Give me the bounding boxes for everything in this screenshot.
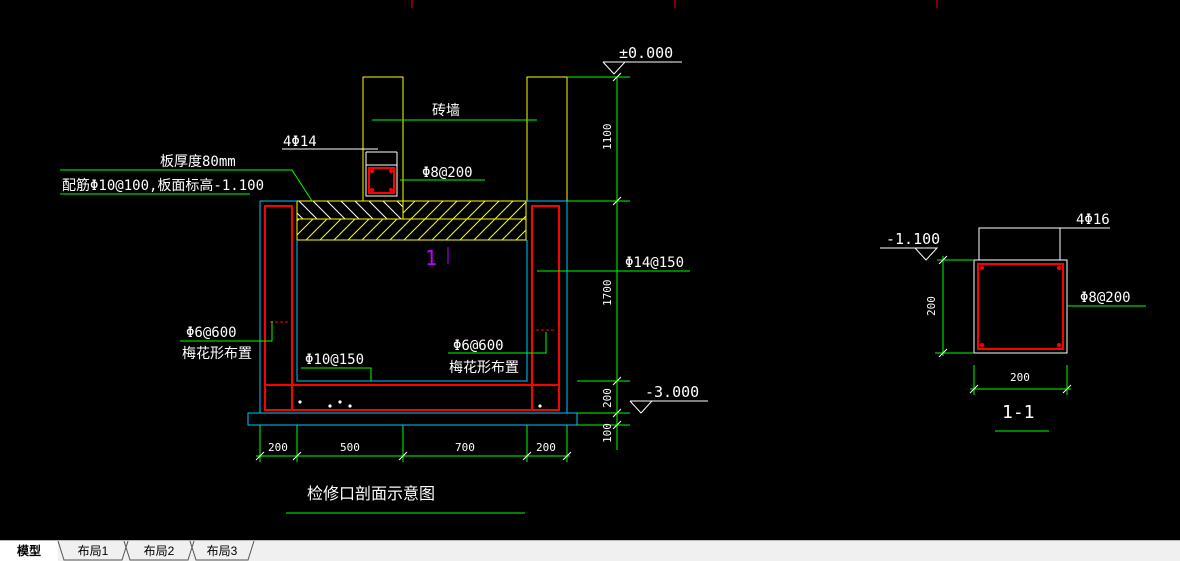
wall-rebar-label: Φ14@150 [625,255,684,271]
tab-layout-3[interactable]: 布局3 [196,541,248,561]
dim-h-3: 700 [455,441,475,454]
tab-layout-1-label: 布局1 [77,544,109,558]
tie-right-label: Φ6@600 [453,338,504,354]
concrete-pit-outline [247,200,578,426]
tie-right-note: 梅花形布置 [449,360,519,376]
section-title: 检修口剖面示意图 [307,484,435,503]
tab-layout-3-label: 布局3 [206,544,238,558]
vertical-dimension-chain [567,72,630,450]
dim-v-2: 1700 [601,280,614,307]
bottom-rebar-label: Φ10@150 [305,352,364,368]
beam-stirrup-label: Φ8@200 [422,165,473,181]
section-cut-mark: 1 [425,246,437,270]
tie-left-label: Φ6@600 [186,325,237,341]
tab-layout-2-label: 布局2 [143,544,175,558]
tab-model-label: 模型 [16,544,41,558]
pit-rebar [264,205,560,411]
slab-rebar-label: 配筋Φ10@100,板面标高-1.100 [62,177,264,194]
dim-h-1: 200 [268,441,288,454]
slab-thickness-label: 板厚度80mm [160,154,236,170]
dim-h-2: 500 [340,441,360,454]
tab-layout-1[interactable]: 布局1 [64,541,122,561]
layout-tab-bar: 模型 布局1 布局2 布局3 [0,540,1180,561]
detail-1-1: -1.100 4Φ16 Φ8@200 200 200 1-1 [880,212,1146,432]
detail-stirrup-label: Φ8@200 [1080,290,1131,306]
cover-slab [296,200,527,241]
brick-wall-label: 砖墙 [432,103,460,119]
tab-layout-2[interactable]: 布局2 [130,541,188,561]
cad-drawing-canvas[interactable]: ±0.000 -3.000 砖墙 4Φ14 Φ8@200 板厚度80mm 配筋Φ… [0,0,1180,540]
detail-main-rebar-label: 4Φ16 [1076,212,1110,228]
horizontal-dimension-chain [255,425,572,462]
dim-h-4: 200 [536,441,556,454]
tab-model[interactable]: 模型 [0,541,58,561]
top-viewport-ticks [411,0,938,8]
detail-level-label: -1.100 [886,230,940,248]
ring-beam [365,151,398,197]
dim-v-3: 200 [601,388,614,408]
dim-v-1: 1100 [601,124,614,151]
section-drawing: ±0.000 -3.000 砖墙 4Φ14 Φ8@200 板厚度80mm 配筋Φ… [60,44,708,514]
leader-lines [60,148,690,381]
level-markers [567,61,708,414]
level-bottom-label: -3.000 [645,383,699,401]
tie-left-note: 梅花形布置 [182,346,252,362]
detail-dim-height: 200 [925,296,938,316]
dim-v-4: 100 [601,423,614,443]
detail-title: 1-1 [1002,402,1035,423]
level-top-label: ±0.000 [619,44,673,62]
detail-dim-width: 200 [1010,371,1030,384]
beam-main-rebar-label: 4Φ14 [283,134,317,150]
